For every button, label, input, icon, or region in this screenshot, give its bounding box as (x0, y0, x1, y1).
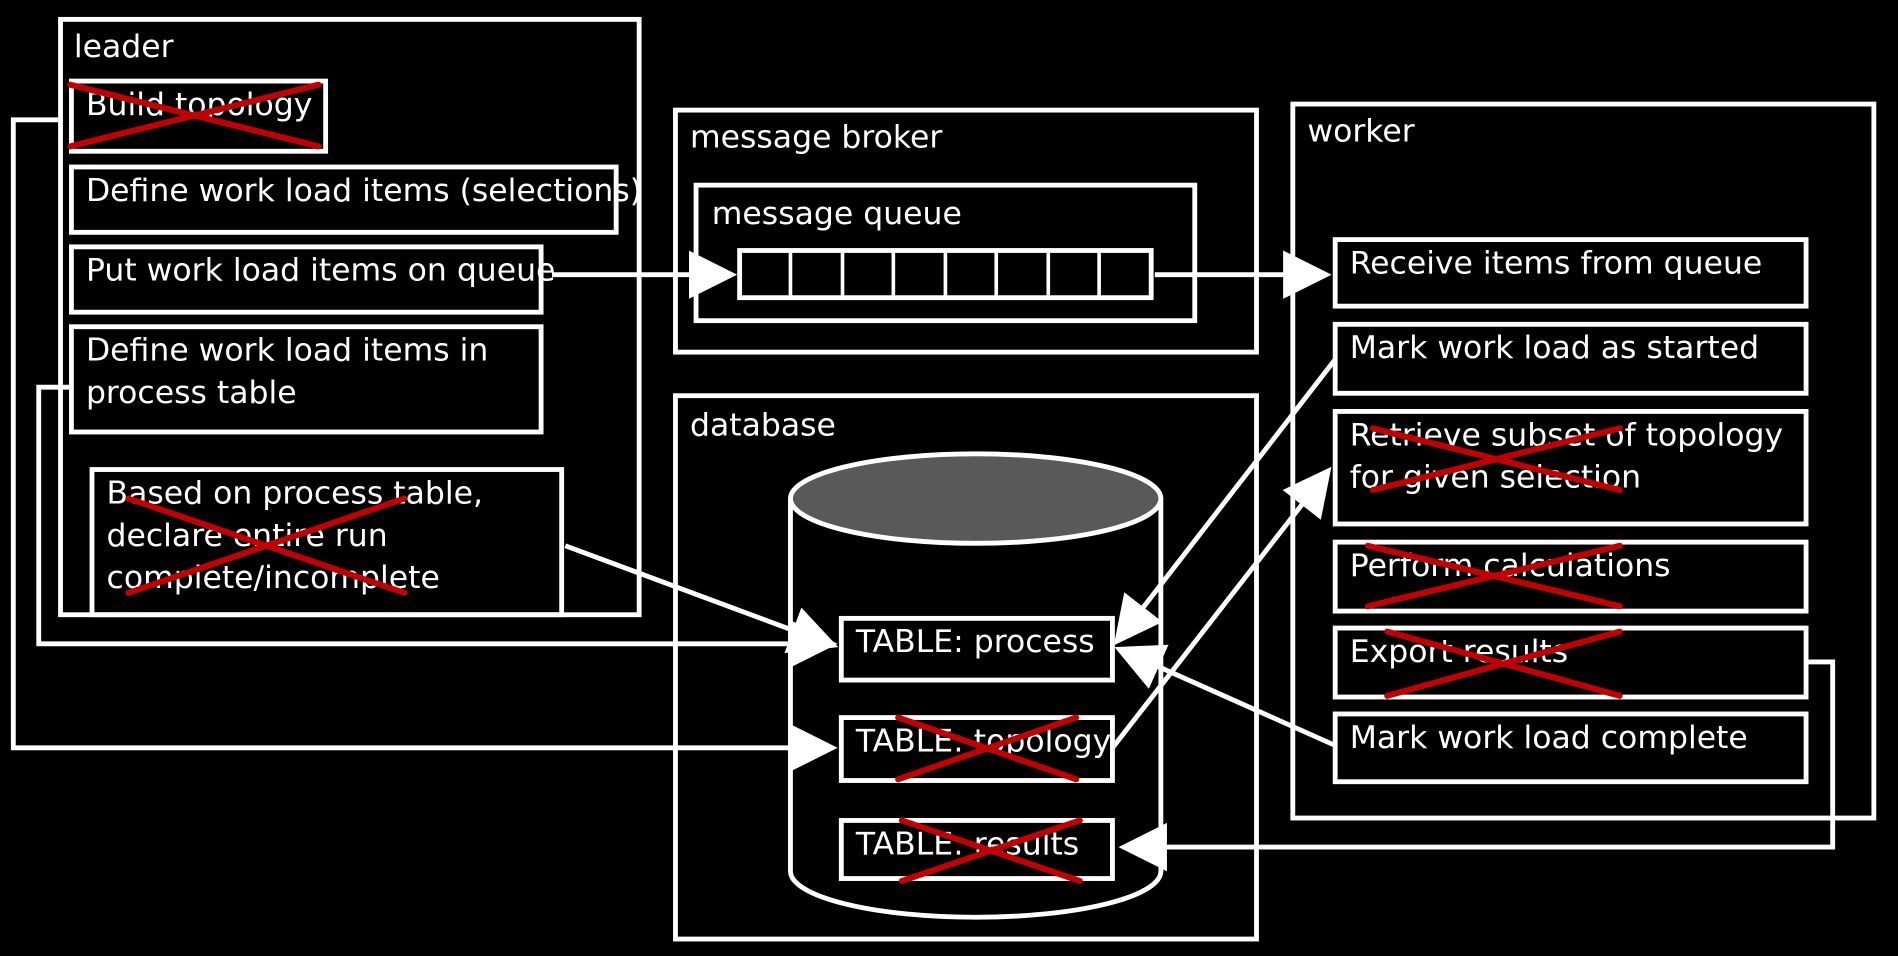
worker-receive-items: Receive items from queue (1332, 237, 1809, 309)
leader-title: leader (73, 29, 174, 66)
database-cylinder (788, 451, 1164, 920)
message-queue-title: message queue (711, 196, 962, 233)
queue-slots (737, 248, 1154, 301)
cross-out-perform-calculations (1364, 542, 1623, 610)
database-title: database (689, 407, 836, 445)
table-process: TABLE: process (838, 615, 1115, 683)
message-broker-container (673, 107, 1259, 355)
cross-out-retrieve-topology (1369, 425, 1623, 494)
cross-out-table-topology (895, 714, 1080, 783)
leader-define-work-load-items: Define work load items (selections) (68, 164, 642, 235)
worker-mark-complete: Mark work load complete (1332, 711, 1809, 785)
cross-out-declare-complete (125, 495, 408, 596)
cross-out-table-results (898, 817, 1083, 884)
message-broker-title: message broker (689, 119, 943, 157)
leader-put-items-on-queue: Put work load items on queue (68, 244, 555, 315)
cross-out-export-results (1384, 628, 1623, 699)
connectors (10, 117, 1836, 872)
worker-container (1290, 101, 1877, 821)
worker-title: worker (1307, 113, 1415, 151)
cross-out-build-topology (67, 81, 322, 150)
worker-mark-started: Mark work load as started (1332, 321, 1809, 396)
